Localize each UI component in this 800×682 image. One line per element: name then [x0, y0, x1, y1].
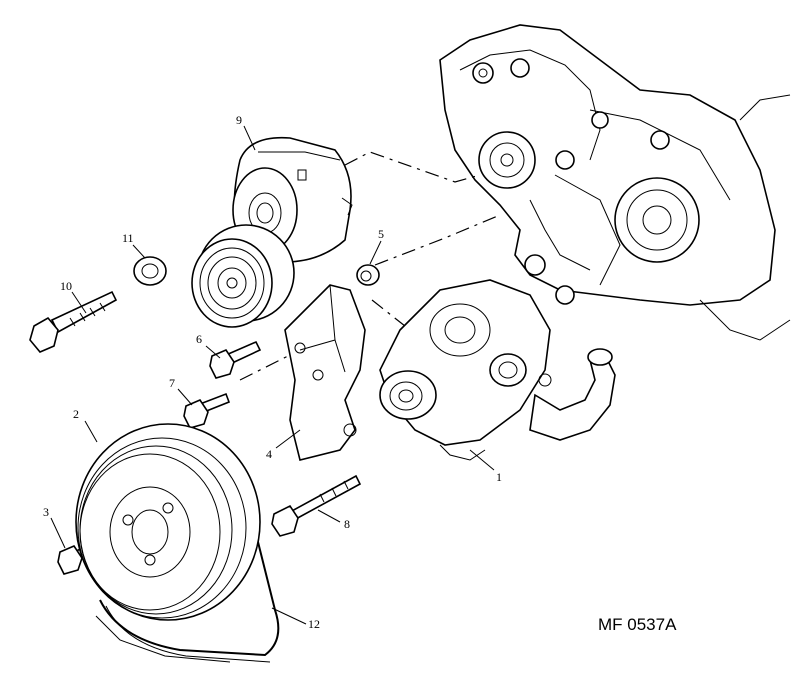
idler-pulley-icon — [191, 224, 295, 328]
crankshaft-pulley-icon — [75, 423, 261, 621]
callout-9: 9 — [236, 113, 242, 127]
callout-8: 8 — [344, 517, 350, 531]
spacer-icon — [356, 264, 380, 286]
bolt-icon — [271, 474, 362, 537]
power-steering-pump-icon — [379, 279, 616, 461]
washer-icon — [133, 256, 167, 286]
reference-code: MF 0537A — [598, 615, 677, 634]
callout-5: 5 — [378, 227, 384, 241]
callout-6: 6 — [196, 332, 202, 346]
callout-2: 2 — [73, 407, 79, 421]
callout-7: 7 — [169, 376, 175, 390]
bolt-icon — [183, 392, 231, 429]
callout-10: 10 — [60, 279, 72, 293]
engine-block-icon — [439, 24, 791, 341]
callout-1: 1 — [496, 470, 502, 484]
mounting-bracket-icon — [284, 284, 366, 461]
callout-3: 3 — [43, 505, 49, 519]
callout-4: 4 — [266, 447, 272, 461]
bolt-icon — [209, 340, 262, 379]
callout-12: 12 — [308, 617, 320, 631]
callout-11: 11 — [122, 231, 134, 245]
bolt-icon — [29, 290, 118, 353]
